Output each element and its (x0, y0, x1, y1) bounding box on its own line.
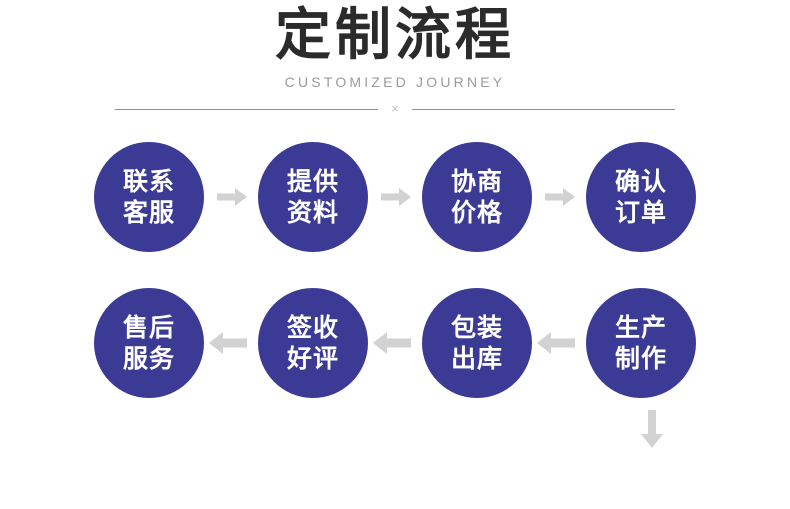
flow-step-label-line2: 服务 (122, 344, 175, 373)
page-header: 定制流程 CUSTOMIZED JOURNEY × (0, 0, 790, 117)
page-title: 定制流程 (275, 3, 515, 68)
arrow-head (563, 188, 575, 206)
arrow-shaft (221, 338, 247, 348)
flow-step-label-line2: 出库 (450, 344, 503, 373)
flow-step-label-line2: 制作 (614, 344, 667, 373)
arrow-right-icon (532, 180, 586, 214)
flow-step-label-line1: 提供 (286, 167, 339, 196)
flow-step-label-line1: 售后 (122, 313, 175, 342)
flow-step-label-line2: 好评 (286, 344, 339, 373)
arrow-shaft (385, 338, 411, 348)
divider-line-left (115, 108, 378, 110)
flow-step-label-line2: 订单 (614, 198, 667, 227)
flow-step-label-line2: 资料 (286, 198, 339, 227)
flow-step-label-line1: 签收 (286, 313, 339, 342)
arrow-head (399, 188, 411, 206)
arrow-shaft (648, 410, 656, 436)
divider-line-right (412, 108, 675, 110)
flow-step-package-and-ship[interactable]: 包装 出库 (422, 288, 532, 398)
arrow-shaft (381, 193, 401, 201)
flow-step-label-line2: 客服 (122, 198, 175, 227)
flow-step-contact-service[interactable]: 联系 客服 (94, 142, 204, 252)
flow-step-label-line1: 包装 (450, 313, 503, 342)
arrow-head (641, 434, 663, 448)
arrow-right-icon (204, 180, 258, 214)
arrow-right-icon (368, 180, 422, 214)
arrow-head (373, 332, 387, 354)
flow-step-negotiate-price[interactable]: 协商 价格 (422, 142, 532, 252)
section-divider: × (115, 101, 675, 117)
flow-step-label-line1: 生产 (614, 313, 667, 342)
arrow-head (537, 332, 551, 354)
flow-row-one: 联系 客服 提供 资料 协商 价格 确认 订单 (0, 142, 790, 252)
divider-cross-icon: × (391, 101, 399, 116)
page-subtitle: CUSTOMIZED JOURNEY (284, 74, 506, 90)
flow-step-label-line1: 联系 (122, 167, 175, 196)
arrow-shaft (217, 193, 237, 201)
arrow-head (235, 188, 247, 206)
flow-step-label-line1: 确认 (614, 167, 667, 196)
arrow-left-icon (532, 326, 586, 360)
flow-step-sign-and-review[interactable]: 签收 好评 (258, 288, 368, 398)
flow-step-after-sales-service[interactable]: 售后 服务 (94, 288, 204, 398)
arrow-shaft (545, 193, 565, 201)
arrow-down-icon (641, 410, 663, 452)
flow-step-production[interactable]: 生产 制作 (586, 288, 696, 398)
process-flow-diagram: 联系 客服 提供 资料 协商 价格 确认 订单 (0, 142, 790, 448)
flow-step-label-line2: 价格 (450, 198, 503, 227)
flow-step-label-line1: 协商 (450, 167, 503, 196)
flow-row-two: 售后 服务 签收 好评 包装 出库 生产 制作 (0, 288, 790, 398)
arrow-shaft (549, 338, 575, 348)
flow-step-confirm-order[interactable]: 确认 订单 (586, 142, 696, 252)
flow-step-provide-materials[interactable]: 提供 资料 (258, 142, 368, 252)
arrow-head (209, 332, 223, 354)
arrow-left-icon (204, 326, 258, 360)
arrow-left-icon (368, 326, 422, 360)
